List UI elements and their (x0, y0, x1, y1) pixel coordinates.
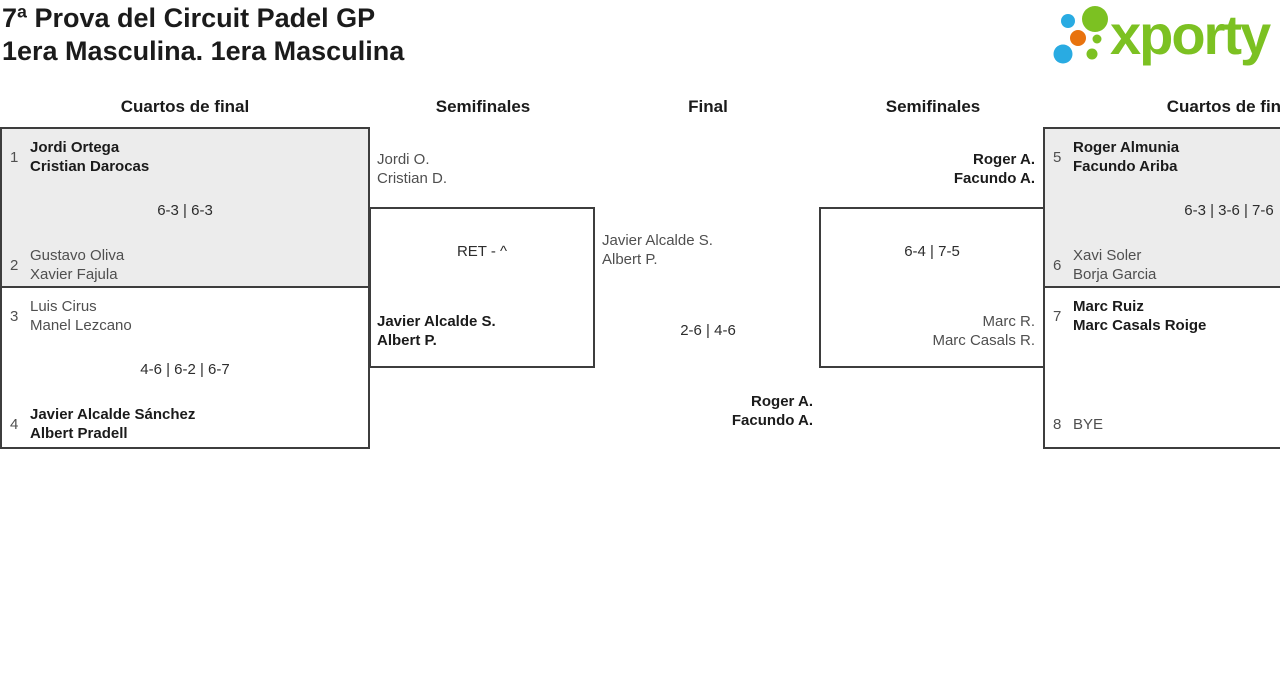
participant-row: 1 Jordi Ortega Cristian Darocas (8, 138, 149, 176)
participant-row: Roger A. Facundo A. (954, 150, 1035, 188)
category-title: 1era Masculina. 1era Masculina (2, 36, 405, 66)
final-participant-top: Javier Alcalde S. Albert P. (602, 232, 713, 268)
match-quarterfinal-2[interactable]: 3 Luis Cirus Manel Lezcano 4-6 | 6-2 | 6… (0, 286, 370, 449)
participant-names: Jordi O. Cristian D. (377, 151, 448, 187)
xporty-dots-icon (1053, 6, 1108, 64)
participant-row: 5 Roger Almunia Facundo Ariba (1051, 138, 1179, 176)
participant-row: Jordi O. Cristian D. (377, 150, 447, 188)
participant-row: 6 Xavi Soler Borja Garcia (1051, 246, 1156, 284)
participant-row: 7 Marc Ruiz Marc Casals Roige (1051, 297, 1206, 335)
participant-names: Marc R. Marc Casals R. (932, 313, 1035, 349)
participant-row: 3 Luis Cirus Manel Lezcano (8, 297, 132, 335)
match-semifinal-left[interactable]: Jordi O. Cristian D. RET - ^ Javier Alca… (369, 151, 595, 368)
match-semifinal-right[interactable]: Roger A. Facundo A. 6-4 | 7-5 Marc R. Ma… (819, 151, 1045, 368)
participant-names: BYE (1073, 416, 1104, 433)
participant-names: Roger Almunia Facundo Ariba (1073, 139, 1180, 175)
round-header-final: Final (688, 97, 728, 116)
xporty-logo-text: xporty (1110, 3, 1271, 66)
tournament-title: 7ª Prova del Circuit Padel GP (2, 3, 376, 33)
match-score: 6-3 | 3-6 | 7-6 (1184, 202, 1274, 219)
participant-names: Javier Alcalde Sánchez Albert Pradell (30, 406, 196, 442)
match-quarterfinal-3[interactable]: 5 Roger Almunia Facundo Ariba 6-3 | 3-6 … (1043, 127, 1280, 288)
match-score: RET - ^ (456, 243, 508, 260)
final-score: 2-6 | 4-6 (680, 322, 736, 339)
match-quarterfinal-4[interactable]: 7 Marc Ruiz Marc Casals Roige 8 BYE (1043, 286, 1280, 449)
seed-number: 5 (1053, 148, 1062, 166)
seed-number: 8 (1053, 416, 1062, 433)
match-score: 6-4 | 7-5 (904, 243, 960, 260)
match-quarterfinal-1[interactable]: 1 Jordi Ortega Cristian Darocas 6-3 | 6-… (0, 127, 370, 288)
match-score: 4-6 | 6-2 | 6-7 (140, 361, 230, 378)
participant-row: 2 Gustavo Oliva Xavier Fajula (8, 246, 124, 284)
participant-names: Marc Ruiz Marc Casals Roige (1073, 298, 1207, 334)
page-title: 7ª Prova del Circuit Padel GP 1era Mascu… (2, 2, 404, 68)
participant-names: Gustavo Oliva Xavier Fajula (30, 247, 125, 283)
round-header-semis-left: Semifinales (435, 97, 531, 116)
seed-number: 1 (10, 148, 19, 166)
round-header-quarters-right: Cuartos de final (1166, 97, 1280, 116)
round-header-semis-right: Semifinales (885, 97, 981, 116)
participant-row: Marc R. Marc Casals R. (932, 312, 1035, 350)
match-score: 6-3 | 6-3 (157, 202, 213, 219)
participant-row: 4 Javier Alcalde Sánchez Albert Pradell (8, 405, 195, 443)
participant-names: Roger A. Facundo A. (953, 151, 1035, 187)
participant-row: 8 BYE (1051, 415, 1103, 434)
final-participant-bottom: Roger A. Facundo A. (731, 393, 813, 429)
participant-names: Jordi Ortega Cristian Darocas (30, 139, 150, 175)
participant-names: Javier Alcalde S. Albert P. (377, 313, 496, 349)
participant-names: Luis Cirus Manel Lezcano (30, 298, 132, 334)
seed-number: 7 (1053, 307, 1062, 325)
participant-row: Javier Alcalde S. Albert P. (377, 312, 496, 350)
seed-number: 4 (10, 415, 19, 433)
participant-names: Xavi Soler Borja Garcia (1073, 247, 1157, 283)
seed-number: 3 (10, 307, 19, 325)
xporty-logo[interactable]: xporty (1046, 0, 1280, 72)
round-header-quarters-left: Cuartos de final (120, 97, 250, 116)
seed-number: 2 (10, 256, 19, 274)
seed-number: 6 (1053, 256, 1062, 274)
